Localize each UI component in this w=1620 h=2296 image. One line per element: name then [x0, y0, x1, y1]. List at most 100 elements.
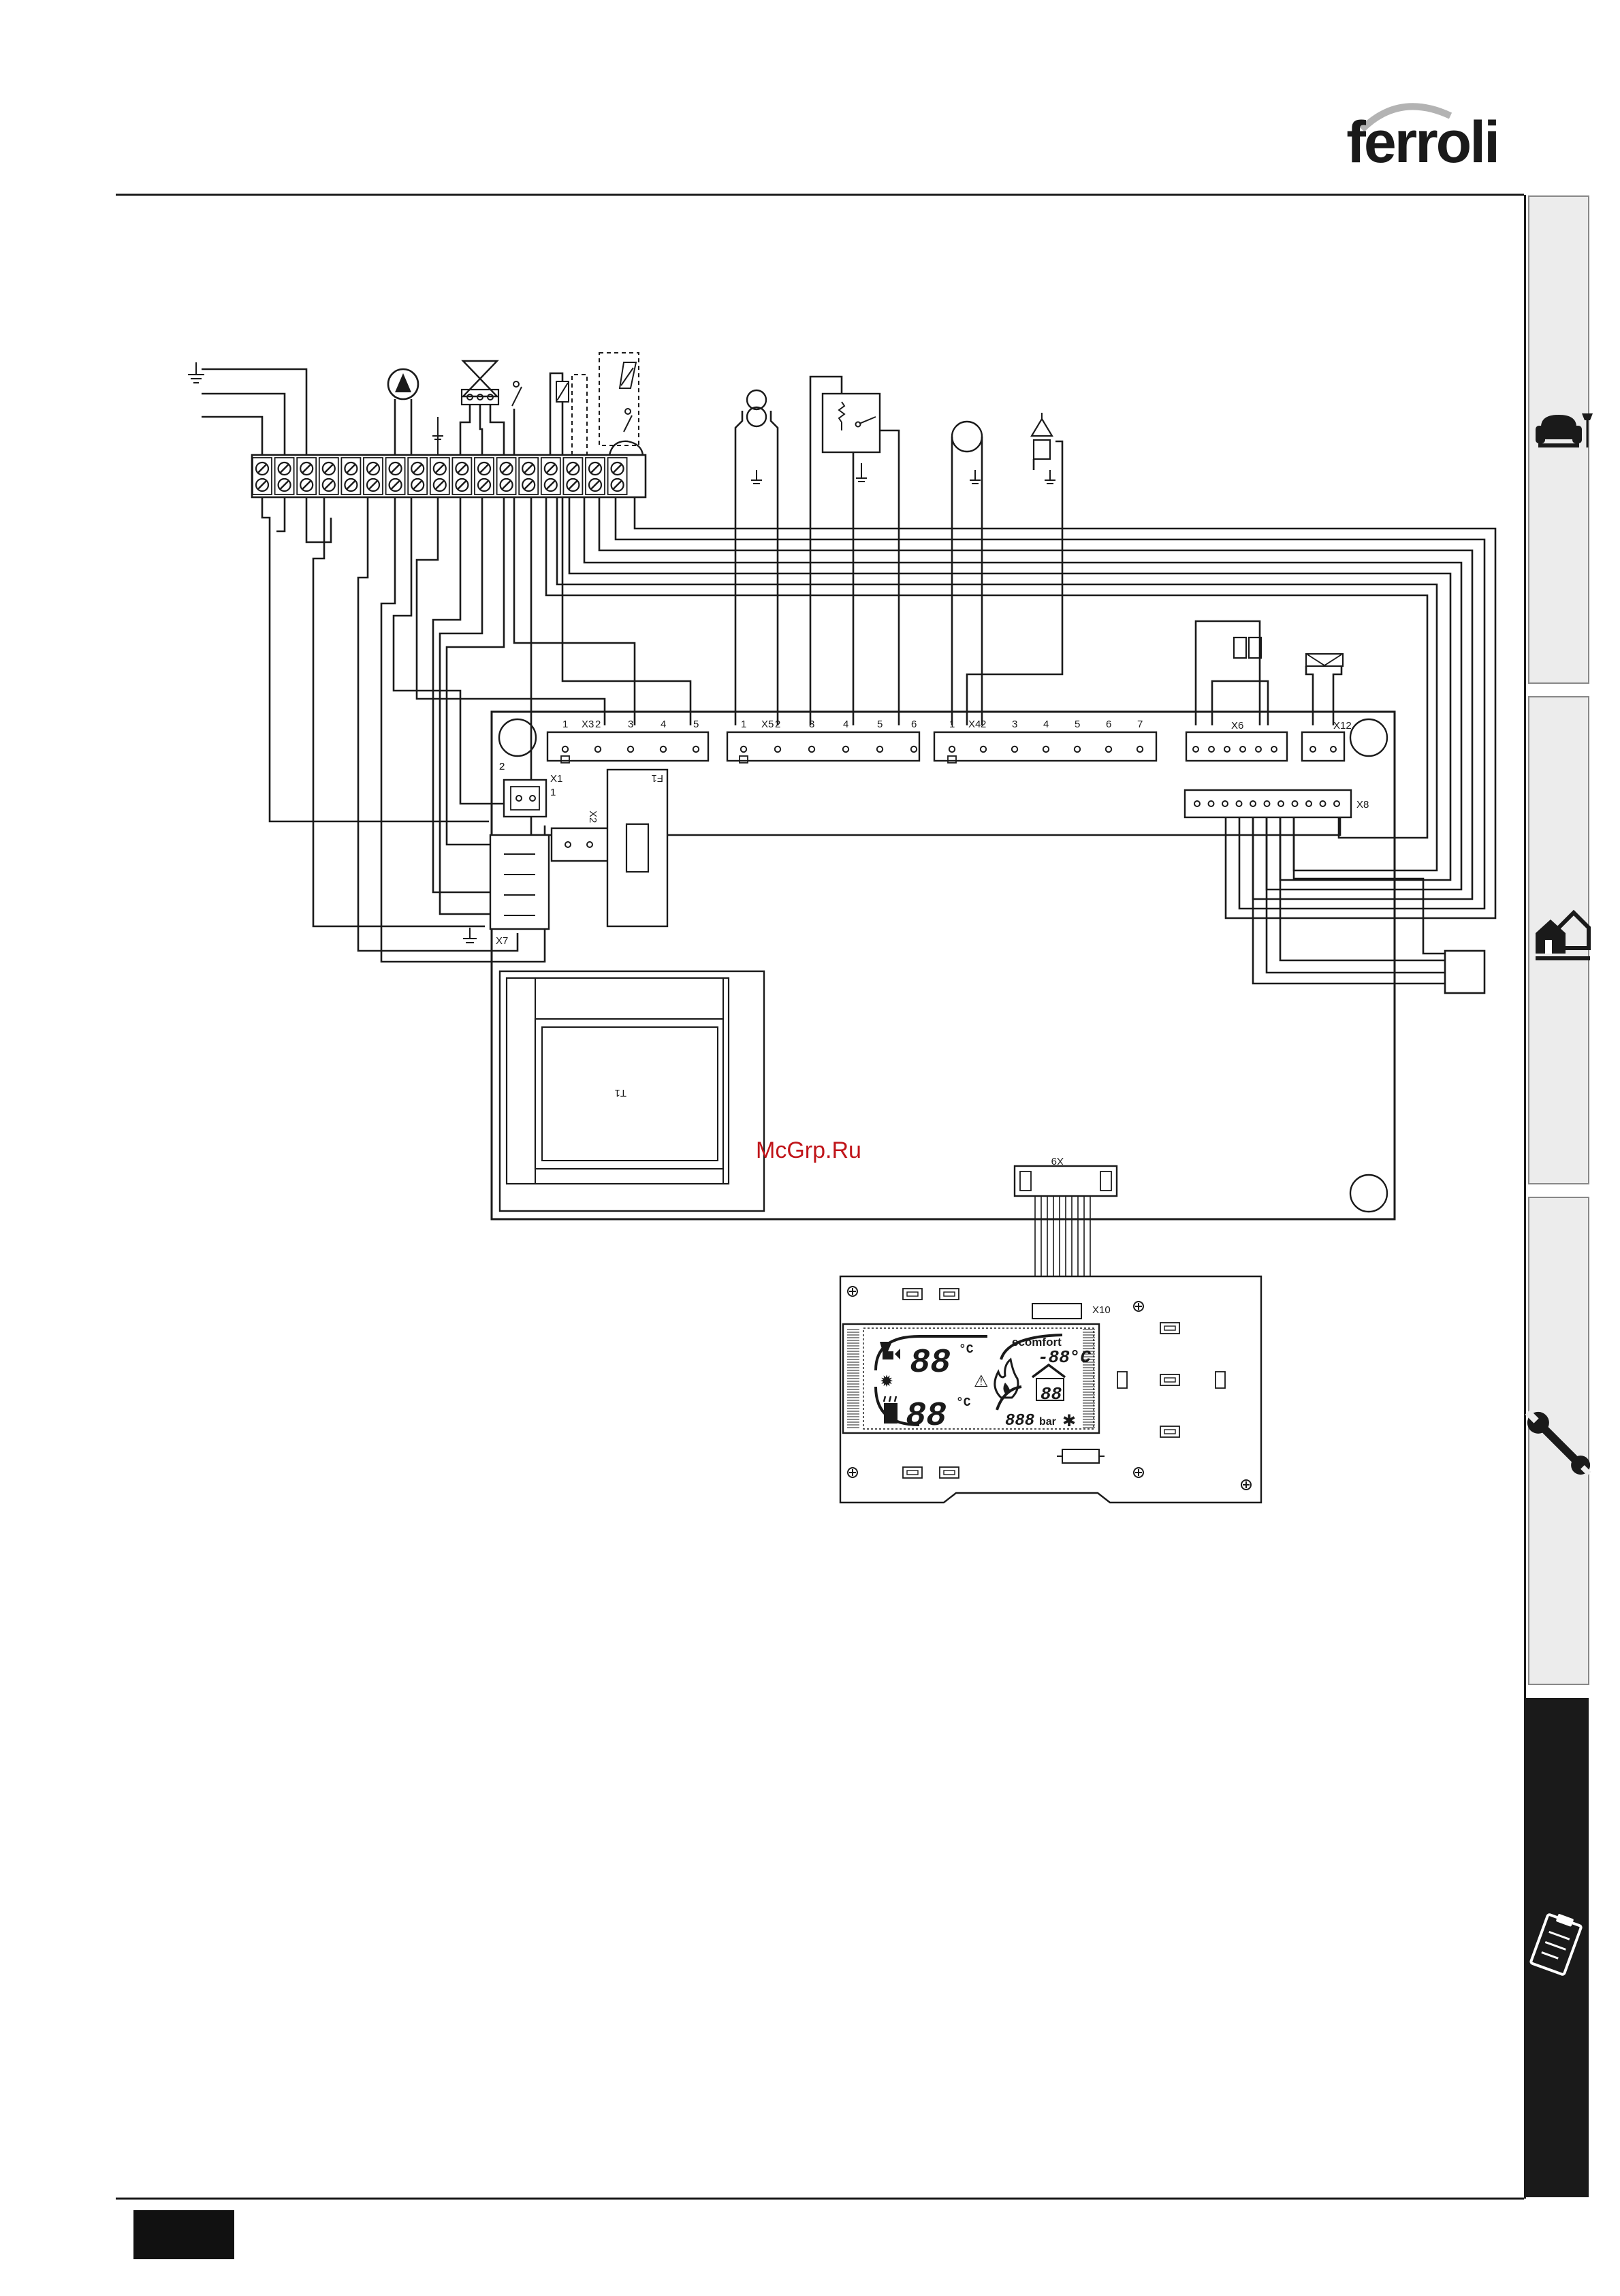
earth-symbol: [432, 417, 443, 455]
brand-logo-text: ferroli: [1346, 110, 1498, 175]
side-tabs: [1520, 195, 1597, 2199]
connector-x2-label: X2: [587, 811, 599, 823]
earth-symbol: [751, 470, 762, 484]
connector-x6-label: X6: [1231, 720, 1243, 732]
pin-number: 4: [1043, 719, 1049, 730]
room-thermostat-switch: [512, 381, 522, 455]
ntc-sensor-x6: [1196, 621, 1268, 725]
connector-x6: X6: [1186, 720, 1287, 761]
pin-number: 3: [1012, 719, 1017, 730]
three-way-valve-symbol: [460, 361, 504, 455]
pin-number: 1: [741, 719, 746, 730]
connector-x12: X12: [1302, 720, 1352, 761]
pin-number: 7: [1137, 719, 1143, 730]
mount-screw: [1134, 1468, 1143, 1477]
terminal-screw: [319, 458, 338, 494]
fuse-f1-label: F1: [651, 772, 663, 784]
mount-screw: [1241, 1480, 1251, 1490]
page-number-box: [133, 2210, 234, 2259]
mount-hole: [1350, 719, 1387, 756]
connector-x7-label: X7: [496, 935, 508, 947]
pressure-switch: [810, 377, 899, 712]
connector-x9-label: X9: [1051, 1155, 1064, 1167]
terminal-screw: [430, 458, 449, 494]
connector-x5: X5 123456: [727, 719, 919, 763]
pin-number: 3: [628, 719, 633, 730]
terminal-screw: [586, 458, 605, 494]
lcd-warning-icon: ⚠: [974, 1372, 989, 1391]
pin-number: 1: [562, 719, 568, 730]
connector-x5-label: X5: [761, 719, 774, 730]
terminal-screw: [475, 458, 494, 494]
mount-screw: [1134, 1302, 1143, 1311]
lcd-pressure-unit: bar: [1039, 1416, 1056, 1428]
terminal-screw: [541, 458, 560, 494]
lcd-sun-icon: ✹: [880, 1372, 893, 1391]
pin-number: 5: [877, 719, 883, 730]
earth-symbol: [970, 470, 981, 484]
pin-number: 6: [1106, 719, 1111, 730]
pin-number: 2: [595, 719, 601, 730]
terminal-screw: [452, 458, 471, 494]
connector-x1-label: X1: [550, 773, 562, 785]
gas-valve-symbol: [952, 422, 982, 712]
remote-control-option: [599, 353, 643, 455]
pump-symbol: [388, 369, 418, 455]
mount-hole: [1350, 1175, 1387, 1212]
fuse-f1-pin: 2: [499, 761, 505, 772]
display-board: X10: [840, 1276, 1261, 1503]
earth-symbol: [1045, 470, 1055, 484]
flow-switch-x12: [1306, 654, 1343, 725]
lcd-snowflake-icon: ✱: [1062, 1412, 1076, 1430]
pin-number: 6: [911, 719, 917, 730]
watermark: McGrp.Ru: [756, 1137, 861, 1163]
terminal-screw: [408, 458, 427, 494]
pin-number: 3: [809, 719, 814, 730]
earth-symbol: [188, 362, 204, 383]
earth-symbol: [463, 928, 477, 943]
pin-number: 4: [661, 719, 666, 730]
lcd-pressure-digits: 888: [1005, 1412, 1034, 1430]
terminal-screw: [364, 458, 383, 494]
external-module: [1445, 951, 1484, 993]
transformer-t1-label: T1: [614, 1087, 626, 1099]
terminal-screw: [297, 458, 316, 494]
terminal-screw: [519, 458, 538, 494]
connector-x4-label: X4: [968, 719, 981, 730]
lcd-room-digits: 88: [1041, 1384, 1062, 1404]
connector-x10-label: X10: [1092, 1304, 1111, 1316]
lcd-heating-unit: °C: [959, 1343, 974, 1357]
dashed-external-option: [572, 375, 587, 455]
terminal-strip: [252, 455, 646, 497]
control-board: X3 12345 X5 123456 X4 1234567 X6: [463, 712, 1395, 1219]
mains-input: [188, 362, 306, 455]
connector-x8-label: X8: [1356, 799, 1369, 811]
connector-x7: X7: [463, 835, 549, 947]
connector-x8: X8: [1185, 790, 1369, 817]
pin-number: 2: [775, 719, 780, 730]
earth-symbol: [856, 463, 867, 482]
terminal-screw: [497, 458, 516, 494]
wiring-diagram: X3 12345 X5 123456 X4 1234567 X6: [188, 353, 1495, 1503]
connector-x1-pin-1: 1: [550, 787, 556, 798]
lcd-display: 88 °C ecomfort ✹ ⚠ -88°C 88: [843, 1324, 1099, 1436]
brand-logo: ferroli: [1346, 106, 1498, 175]
terminal-screw: [253, 458, 272, 494]
pin-number: 2: [981, 719, 986, 730]
terminal-screw: [341, 458, 360, 494]
mount-screw: [848, 1468, 857, 1477]
lcd-heating-temp: 88: [910, 1344, 951, 1383]
connector-x3-label: X3: [582, 719, 594, 730]
transformer-t1: T1: [500, 971, 764, 1211]
limit-thermostat: [550, 373, 569, 455]
lcd-outdoor-temp: -88°C: [1038, 1347, 1091, 1368]
pin-number: 1: [949, 719, 955, 730]
connector-x2: X2: [552, 811, 609, 861]
terminal-screw: [386, 458, 405, 494]
connector-x12-label: X12: [1333, 720, 1352, 732]
mount-screw: [848, 1287, 857, 1296]
terminal-screw: [275, 458, 294, 494]
connector-x9: X9: [1015, 1155, 1117, 1196]
